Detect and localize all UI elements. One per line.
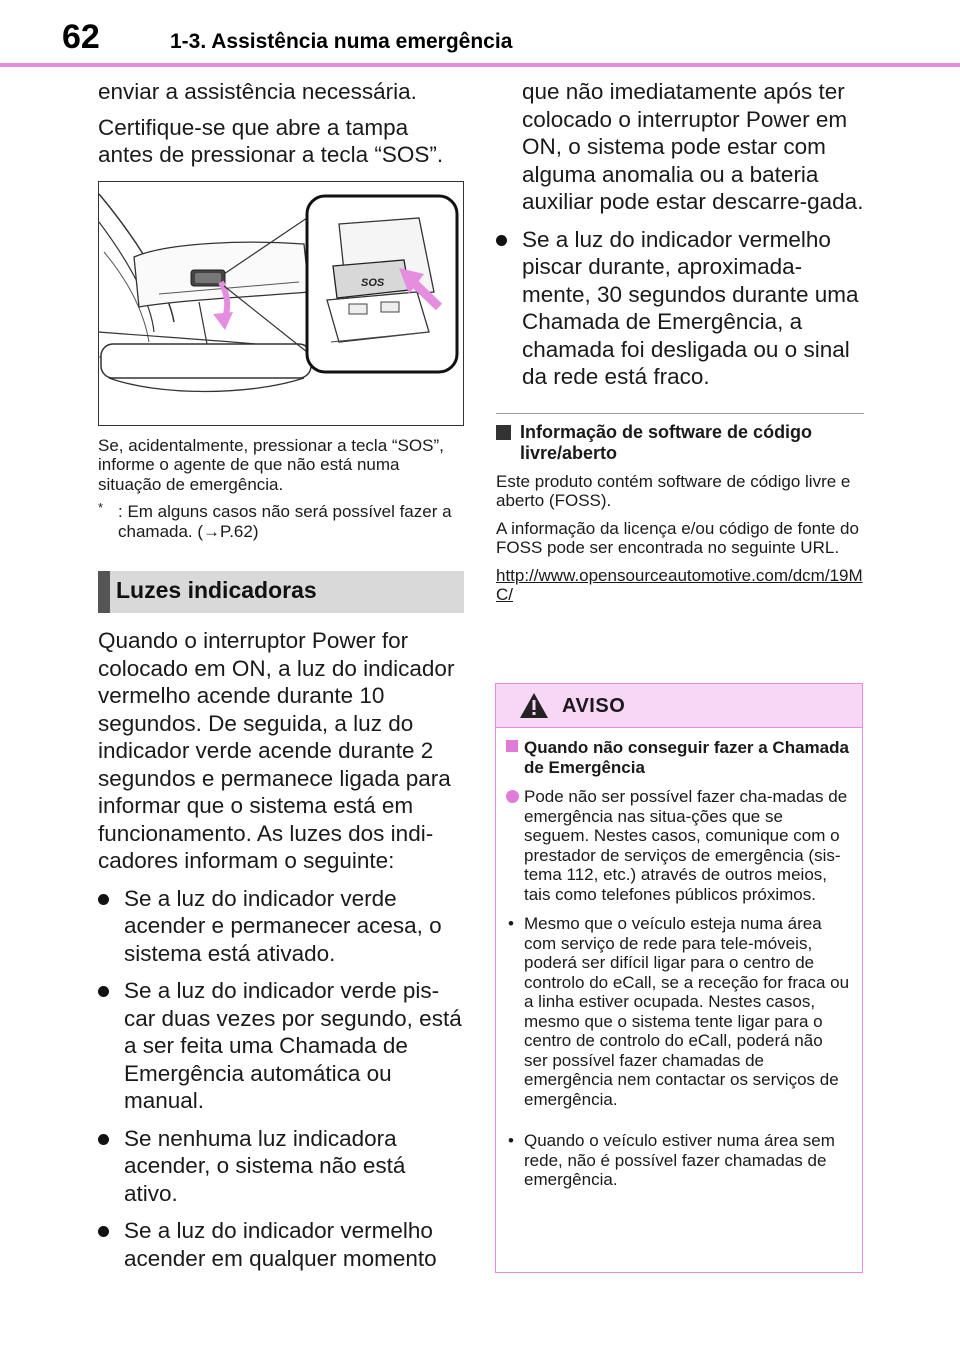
header-divider [0, 63, 960, 67]
warning-list-item-text: Pode não ser possível fazer cha-madas de… [524, 787, 848, 904]
list-item-text: Se a luz do indicador vermelho acender e… [124, 1218, 437, 1271]
paragraph: Quando o interruptor Power for colocado … [98, 628, 455, 873]
warning-box: AVISO Quando não conseguir fazer a Chama… [495, 683, 863, 1273]
list-item-text: Se a luz do indicador verde pis-car duas… [124, 978, 462, 1113]
warning-subheading-text: Quando não conseguir fazer a Chamada de … [524, 738, 849, 777]
list-item-text: Se a luz do indicador vermelho piscar du… [522, 226, 859, 390]
list-item: Se a luz do indicador verde acender e pe… [98, 885, 464, 968]
paragraph: enviar a assistência necessária. [98, 79, 417, 104]
sos-button-illustration: SOS [98, 180, 464, 426]
bullet-marker: • [508, 914, 514, 933]
divider [496, 412, 864, 414]
bullet-icon [506, 790, 519, 803]
square-bullet-icon [496, 424, 511, 440]
right-column: que não imediatamente após ter colocado … [496, 78, 864, 605]
list-item: Se a luz do indicador vermelho acender e… [98, 1217, 464, 1272]
list-item-text: Se nenhuma luz indicadora acender, o sis… [124, 1125, 406, 1206]
warning-triangle-icon [520, 693, 548, 718]
foss-heading: Informação de software de código livre/a… [496, 422, 864, 464]
list-item-text: Se a luz do indicador verde acender e pe… [124, 885, 442, 966]
list-item: Se nenhuma luz indicadora acender, o sis… [98, 1125, 464, 1208]
page-number: 62 [62, 18, 100, 56]
bullet-marker: • [508, 1131, 514, 1150]
warning-list-item-text: Mesmo que o veículo esteja numa área com… [524, 914, 850, 1109]
paragraph: A informação da licença e/ou código de f… [496, 518, 859, 558]
foss-url-link[interactable]: http://www.opensourceautomotive.com/dcm/… [496, 565, 863, 605]
warning-list-item: Pode não ser possível fazer cha-madas de… [506, 787, 850, 904]
left-column: enviar a assistência necessária. Certifi… [98, 78, 464, 1272]
figure-caption: Se, acidentalmente, pressionar a tecla “… [98, 435, 444, 494]
bullet-icon [98, 1226, 109, 1237]
warning-title: AVISO [562, 695, 626, 717]
overhead-console-drawing: SOS [99, 193, 459, 392]
warning-list-item: • Mesmo que o veículo esteja numa área c… [506, 914, 850, 1109]
warning-list-item: • Quando o veículo estiver numa área sem… [506, 1131, 850, 1190]
page-header: 62 1-3. Assistência numa emergência [0, 0, 960, 70]
section-title: 1-3. Assistência numa emergência [170, 30, 513, 53]
warning-header: AVISO [496, 684, 862, 728]
bullet-icon [98, 1133, 109, 1145]
paragraph: Certifique-se que abre a tampa antes de … [98, 114, 444, 168]
sos-label: SOS [361, 277, 385, 289]
list-item: Se a luz do indicador vermelho piscar du… [496, 226, 864, 391]
section-heading: Luzes indicadoras [98, 571, 464, 613]
foss-heading-text: Informação de software de código livre/a… [520, 421, 813, 463]
footnote: * : Em alguns casos não será possível fa… [98, 500, 464, 541]
list-item: Se a luz do indicador verde pis-car duas… [98, 977, 464, 1115]
bullet-icon [98, 893, 109, 905]
paragraph: Este produto contém software de código l… [496, 471, 851, 511]
bullet-icon [98, 986, 109, 997]
square-bullet-icon [506, 740, 518, 752]
footnote-text: : Em alguns casos não será possível faze… [118, 502, 452, 541]
warning-subheading: Quando não conseguir fazer a Chamada de … [506, 738, 850, 777]
warning-body: Quando não conseguir fazer a Chamada de … [496, 728, 862, 1190]
footnote-marker: * [98, 500, 104, 515]
bullet-icon [496, 234, 507, 246]
section-heading-text: Luzes indicadoras [116, 577, 317, 603]
paragraph: que não imediatamente após ter colocado … [522, 79, 864, 214]
warning-list-item-text: Quando o veículo estiver numa área sem r… [524, 1131, 835, 1189]
